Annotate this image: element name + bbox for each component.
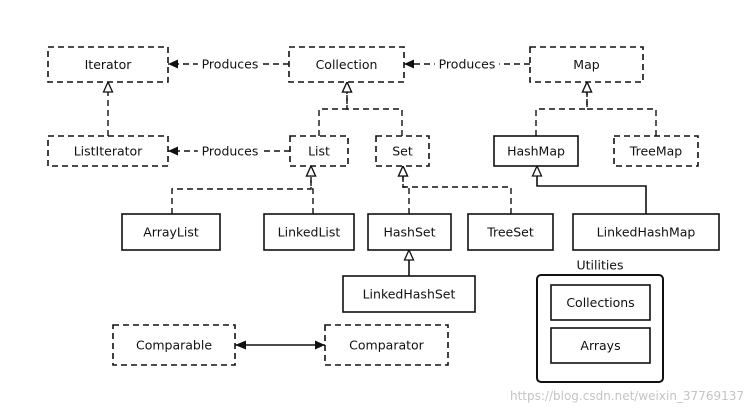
node-label: Collection [316, 57, 378, 72]
node-comparable: Comparable [112, 324, 236, 366]
edge-line [403, 166, 410, 214]
node-box [367, 213, 452, 251]
node-box [47, 46, 169, 83]
arrowhead-icon [235, 340, 246, 350]
node-label: Comparable [136, 338, 212, 353]
group-title: Utilities [576, 258, 623, 273]
node-box [121, 213, 221, 251]
edge-label: Produces [202, 57, 259, 72]
edge-treemap-to-map [587, 82, 657, 136]
node-label: HashMap [507, 144, 565, 159]
edge-line [535, 82, 587, 136]
edge-treeset-to-set [403, 166, 512, 214]
node-comparator: Comparator [324, 324, 449, 366]
node-linkedhashmap: LinkedHashMap [572, 213, 720, 251]
edge-line [171, 166, 311, 214]
group-frame [536, 274, 664, 383]
node-arrays: Arrays [550, 327, 651, 364]
node-map: Map [529, 46, 644, 83]
node-box [47, 135, 169, 167]
node-box [467, 213, 554, 251]
node-label: Iterator [85, 57, 133, 72]
edge-line [318, 82, 347, 136]
edge-line [347, 82, 403, 136]
node-box [375, 135, 430, 167]
edge-line [403, 166, 512, 214]
node-box [263, 213, 355, 251]
edge-label-bg [434, 55, 500, 73]
node-label: LinkedList [278, 225, 341, 240]
node-label: Map [573, 57, 599, 72]
node-box [572, 213, 720, 251]
node-box [112, 324, 236, 366]
node-box [550, 284, 651, 321]
node-label: Arrays [580, 338, 620, 353]
edge-label-bg [197, 142, 263, 160]
edge-hashset-to-set [403, 166, 410, 214]
node-box [324, 324, 449, 366]
node-treemap: TreeMap [613, 135, 699, 167]
node-label: List [308, 144, 330, 159]
node-label: LinkedHashMap [597, 225, 696, 240]
node-label: ArrayList [143, 225, 199, 240]
node-label: TreeMap [629, 144, 682, 159]
node-list: List [289, 135, 349, 167]
edge-label: Produces [202, 144, 259, 159]
node-linkedhashset: LinkedHashSet [342, 275, 476, 313]
node-collection: Collection [288, 46, 405, 83]
node-arraylist: ArrayList [121, 213, 221, 251]
node-label: LinkedHashSet [363, 287, 456, 302]
edge-line [587, 82, 657, 136]
node-linkedlist: LinkedList [263, 213, 355, 251]
node-label: Collections [566, 295, 634, 310]
node-listiterator: ListIterator [47, 135, 169, 167]
node-label: HashSet [383, 225, 435, 240]
node-hashset: HashSet [367, 213, 452, 251]
edge-collection-to-iterator: Produces [168, 55, 289, 73]
edge-hashmap-to-map [535, 82, 587, 136]
node-label: TreeSet [486, 225, 534, 240]
node-box [529, 46, 644, 83]
node-treeset: TreeSet [467, 213, 554, 251]
node-box [493, 135, 579, 167]
edge-set-to-collection [347, 82, 403, 136]
group-utilities: Utilities [536, 258, 664, 383]
edge-line [537, 166, 647, 214]
node-box [613, 135, 699, 167]
edge-comparable-to-comparator [235, 340, 325, 350]
watermark: https://blog.csdn.net/weixin_37769137 [510, 389, 744, 403]
edge-map-to-collection: Produces [404, 55, 530, 73]
edge-line [311, 166, 313, 214]
edge-list-to-collection [318, 82, 347, 136]
groups-layer: Utilities [536, 258, 664, 383]
node-box [288, 46, 405, 83]
node-label: Set [392, 144, 413, 159]
node-box [550, 327, 651, 364]
node-box [289, 135, 349, 167]
node-hashmap: HashMap [493, 135, 579, 167]
node-collections: Collections [550, 284, 651, 321]
edge-label-bg [197, 55, 263, 73]
node-set: Set [375, 135, 430, 167]
edge-linkedlist-to-list [311, 166, 313, 214]
node-box [342, 275, 476, 313]
edge-arraylist-to-list [171, 166, 311, 214]
node-iterator: Iterator [47, 46, 169, 83]
node-label: Comparator [349, 338, 424, 353]
edge-linkedhashmap-to-hashmap [537, 166, 647, 214]
edge-label: Produces [439, 57, 496, 72]
edge-list-to-listiterator: Produces [168, 142, 290, 160]
node-label: ListIterator [74, 144, 143, 159]
